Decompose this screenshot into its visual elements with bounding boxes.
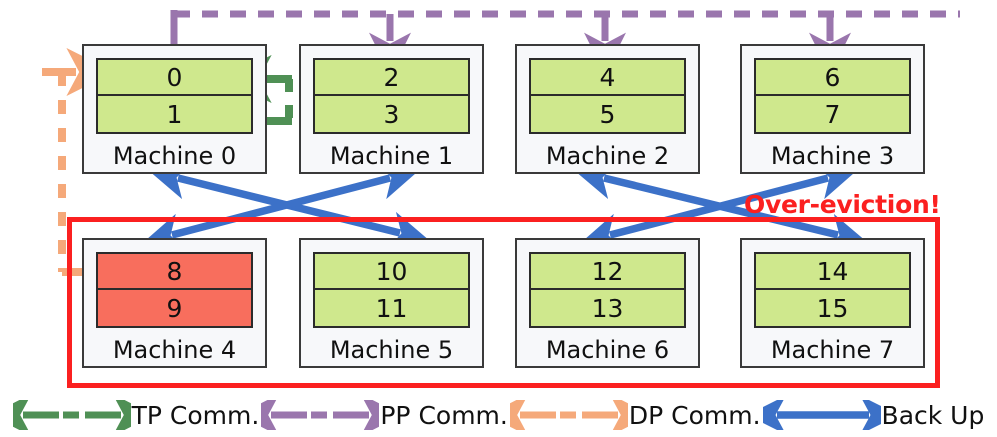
memory-block[interactable]: 10 bbox=[315, 254, 468, 290]
block-group: 4 5 bbox=[529, 58, 686, 134]
over-eviction-highlight-box bbox=[67, 217, 940, 388]
memory-block[interactable]: 14 bbox=[756, 254, 909, 290]
machine-label: Machine 7 bbox=[770, 336, 895, 364]
legend-item-tp: TP Comm. bbox=[12, 400, 260, 430]
memory-block[interactable]: 4 bbox=[531, 60, 684, 96]
legend-label: PP Comm. bbox=[380, 400, 508, 430]
legend-label: TP Comm. bbox=[131, 400, 260, 430]
machine-card-4[interactable]: 8 9 Machine 4 bbox=[82, 238, 267, 368]
machine-card-3[interactable]: 6 7 Machine 3 bbox=[740, 44, 925, 174]
machine-label: Machine 0 bbox=[112, 142, 237, 170]
memory-block[interactable]: 1 bbox=[98, 96, 251, 132]
block-group: 0 1 bbox=[96, 58, 253, 134]
memory-block-evicted[interactable]: 9 bbox=[98, 290, 251, 326]
legend-label: Back Up bbox=[881, 400, 985, 430]
memory-block[interactable]: 12 bbox=[531, 254, 684, 290]
memory-block[interactable]: 6 bbox=[756, 60, 909, 96]
memory-block[interactable]: 13 bbox=[531, 290, 684, 326]
machine-card-1[interactable]: 2 3 Machine 1 bbox=[299, 44, 484, 174]
memory-block[interactable]: 5 bbox=[531, 96, 684, 132]
legend-item-dp: DP Comm. bbox=[509, 400, 761, 430]
machine-label: Machine 1 bbox=[329, 142, 454, 170]
machine-label: Machine 2 bbox=[545, 142, 670, 170]
machine-label: Machine 6 bbox=[545, 336, 670, 364]
machine-label: Machine 5 bbox=[329, 336, 454, 364]
block-group: 2 3 bbox=[313, 58, 470, 134]
machine-label: Machine 3 bbox=[770, 142, 895, 170]
memory-block[interactable]: 0 bbox=[98, 60, 251, 96]
machine-card-0[interactable]: 0 1 Machine 0 bbox=[82, 44, 267, 174]
over-eviction-label: Over-eviction! bbox=[744, 190, 941, 219]
legend-label: DP Comm. bbox=[628, 400, 761, 430]
backup-link-m3-m6 bbox=[580, 161, 858, 252]
memory-block[interactable]: 7 bbox=[756, 96, 909, 132]
machine-label: Machine 4 bbox=[112, 336, 237, 364]
memory-block[interactable]: 2 bbox=[315, 60, 468, 96]
memory-block-evicted[interactable]: 8 bbox=[98, 254, 251, 290]
machine-card-7[interactable]: 14 15 Machine 7 bbox=[740, 238, 925, 368]
block-group: 12 13 bbox=[529, 252, 686, 328]
backup-link-m1-m4 bbox=[142, 161, 420, 252]
legend-item-pp: PP Comm. bbox=[261, 400, 508, 430]
tp-comm-legend-icon bbox=[12, 400, 131, 430]
memory-block[interactable]: 3 bbox=[315, 96, 468, 132]
block-group: 14 15 bbox=[754, 252, 911, 328]
machine-card-5[interactable]: 10 11 Machine 5 bbox=[299, 238, 484, 368]
backup-legend-icon bbox=[762, 400, 881, 430]
legend-item-backup: Back Up bbox=[762, 400, 985, 430]
machine-card-6[interactable]: 12 13 Machine 6 bbox=[515, 238, 700, 368]
block-group: 8 9 bbox=[96, 252, 253, 328]
pp-comm-legend-icon bbox=[261, 400, 380, 430]
block-group: 6 7 bbox=[754, 58, 911, 134]
memory-block[interactable]: 15 bbox=[756, 290, 909, 326]
backup-arrows bbox=[142, 161, 868, 252]
legend: TP Comm. PP Comm. DP Comm. Back Up bbox=[0, 393, 997, 437]
pp-comm-drops bbox=[170, 10, 851, 75]
block-group: 10 11 bbox=[313, 252, 470, 328]
memory-block[interactable]: 11 bbox=[315, 290, 468, 326]
dp-comm-legend-icon bbox=[509, 400, 628, 430]
machine-card-2[interactable]: 4 5 Machine 2 bbox=[515, 44, 700, 174]
